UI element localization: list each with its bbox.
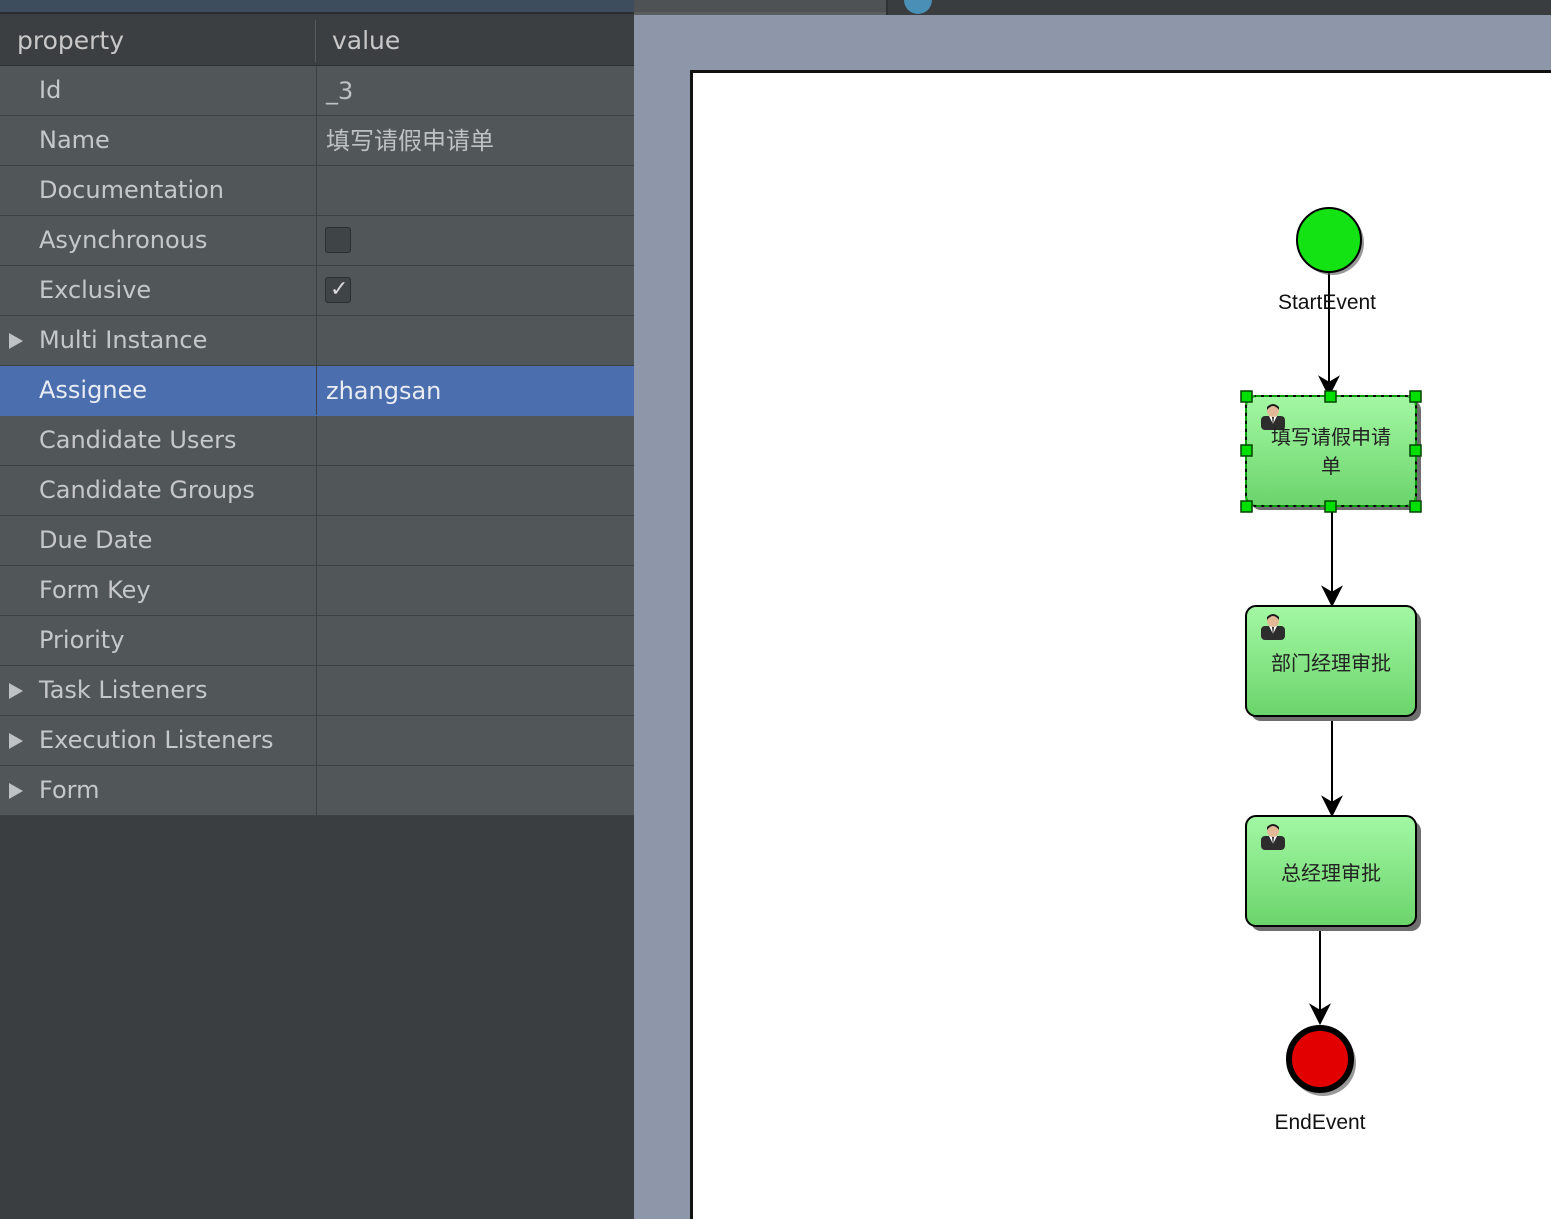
property-value-cell[interactable] [316,166,634,215]
property-value-cell[interactable] [316,316,634,365]
property-value-text[interactable]: zhangsan [326,377,442,405]
property-name-label: Task Listeners [39,676,208,704]
property-name-label: Multi Instance [39,326,208,354]
task-1-label-line-2: 单 [1321,454,1341,478]
property-value-cell[interactable]: 填写请假申请单 [316,116,634,165]
user-task-gm-approval[interactable]: 总经理审批 [1245,815,1421,931]
property-row-priority[interactable]: Priority [0,616,634,666]
property-name-label: Candidate Groups [39,476,255,504]
property-value-cell[interactable] [316,416,634,465]
property-value-cell[interactable]: zhangsan [316,366,634,415]
expand-arrow-icon[interactable] [9,733,23,749]
asynchronous-checkbox[interactable] [325,227,351,253]
property-name-label: Assignee [39,376,148,404]
property-value-cell[interactable] [316,566,634,615]
checkmark-icon: ✓ [330,277,349,302]
end-event-label: EndEvent [1274,1111,1365,1134]
editor-tab-bar [634,0,1551,15]
column-divider[interactable] [315,20,316,62]
property-name-cell[interactable]: Assignee [0,366,315,415]
property-name-cell[interactable]: Candidate Users [0,416,315,465]
property-row-candidate-groups[interactable]: Candidate Groups [0,466,634,516]
property-row-assignee[interactable]: Assignee zhangsan [0,366,634,416]
property-value-cell[interactable] [316,616,634,665]
property-name-cell[interactable]: Form [0,766,315,815]
property-table-header: property value [0,16,634,66]
property-value-cell[interactable] [316,766,634,815]
property-name-label: Priority [39,626,125,654]
property-name-cell[interactable]: Exclusive [0,266,315,315]
property-name-cell[interactable]: Id [0,66,315,115]
diagram-editor-area: StartEvent 填写请假申请 单 [634,0,1551,1219]
property-name-label: Documentation [39,176,225,204]
task-1-label-line-1: 填写请假申请 [1271,425,1391,449]
property-value-cell[interactable] [316,216,634,265]
start-event-label: StartEvent [1278,291,1376,314]
property-name-label: Name [39,126,110,154]
bpmn-diagram[interactable]: StartEvent 填写请假申请 单 [693,73,1551,1219]
property-row-execution-listeners[interactable]: Execution Listeners [0,716,634,766]
property-name-label: Form Key [39,576,151,604]
property-row-asynchronous[interactable]: Asynchronous [0,216,634,266]
property-name-cell[interactable]: Priority [0,616,315,665]
value-column-header[interactable]: value [332,26,401,55]
property-name-label: Id [39,76,62,104]
property-name-cell[interactable]: Asynchronous [0,216,315,265]
property-value-cell[interactable] [316,716,634,765]
property-row-documentation[interactable]: Documentation [0,166,634,216]
property-name-label: Exclusive [39,276,152,304]
user-task-fill-leave-form[interactable]: 填写请假申请 单 [1240,390,1422,513]
property-name-label: Asynchronous [39,226,208,254]
property-row-form[interactable]: Form [0,766,634,816]
property-name-cell[interactable]: Multi Instance [0,316,315,365]
property-value-text[interactable]: 填写请假申请单 [326,127,494,155]
task-3-label: 总经理审批 [1281,861,1381,885]
editor-tab-inactive[interactable] [888,0,1551,15]
property-row-multi-instance[interactable]: Multi Instance [0,316,634,366]
property-name-cell[interactable]: Due Date [0,516,315,565]
start-event[interactable]: StartEvent [1278,207,1376,314]
property-name-label: Form [39,776,100,804]
property-row-due-date[interactable]: Due Date [0,516,634,566]
property-name-cell[interactable]: Documentation [0,166,315,215]
property-value-cell[interactable] [316,516,634,565]
property-value-text[interactable]: _3 [326,77,354,105]
expand-arrow-icon[interactable] [9,333,23,349]
expand-arrow-icon[interactable] [9,683,23,699]
property-row-task-listeners[interactable]: Task Listeners [0,666,634,716]
property-name-label: Candidate Users [39,426,237,454]
property-value-cell[interactable]: ✓ [316,266,634,315]
property-value-cell[interactable] [316,466,634,515]
property-column-header[interactable]: property [17,26,125,55]
property-name-cell[interactable]: Task Listeners [0,666,315,715]
selection-handles[interactable] [1240,390,1422,513]
property-value-cell[interactable]: _3 [316,66,634,115]
property-row-exclusive[interactable]: Exclusive ✓ [0,266,634,316]
property-row-id[interactable]: Id _3 [0,66,634,116]
property-name-cell[interactable]: Form Key [0,566,315,615]
property-name-label: Due Date [39,526,153,554]
panel-top-strip [0,0,634,14]
property-name-label: Execution Listeners [39,726,274,754]
exclusive-checkbox[interactable]: ✓ [325,277,351,303]
user-task-department-approval[interactable]: 部门经理审批 [1245,605,1421,721]
expand-arrow-icon[interactable] [9,783,23,799]
property-row-form-key[interactable]: Form Key [0,566,634,616]
end-event[interactable]: EndEvent [1274,1025,1366,1134]
editor-tab-active[interactable] [634,0,886,15]
property-value-cell[interactable] [316,666,634,715]
property-row-name[interactable]: Name 填写请假申请单 [0,116,634,166]
diagram-canvas[interactable]: StartEvent 填写请假申请 单 [690,70,1551,1219]
file-type-icon [904,0,932,14]
task-2-label: 部门经理审批 [1271,651,1391,675]
property-row-candidate-users[interactable]: Candidate Users [0,416,634,466]
property-name-cell[interactable]: Candidate Groups [0,466,315,515]
property-name-cell[interactable]: Execution Listeners [0,716,315,765]
property-name-cell[interactable]: Name [0,116,315,165]
